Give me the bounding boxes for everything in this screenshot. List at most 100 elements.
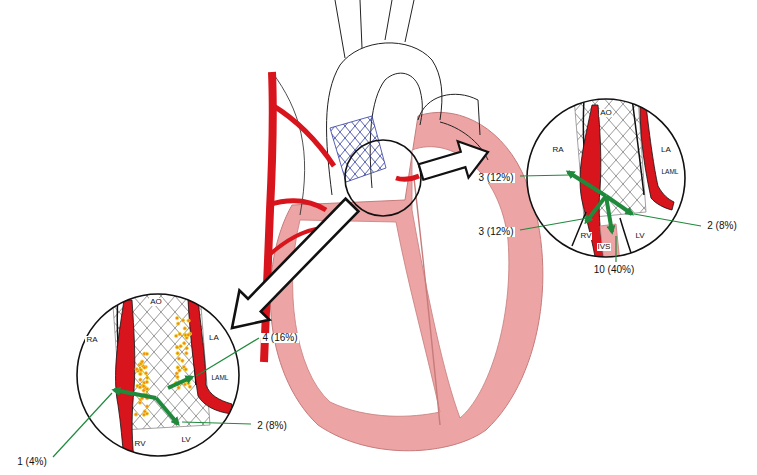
calcification-dot [183, 383, 186, 386]
calcification-dot [176, 375, 179, 378]
zoom-arrow [232, 199, 358, 328]
callout-number: 1 (4%) [16, 457, 47, 467]
leak-arrows [114, 377, 192, 424]
zoom-circle-left [77, 292, 239, 460]
callout-number: 3 (12%) [477, 227, 514, 237]
rv-wall [572, 212, 586, 246]
calcification-dot [139, 372, 142, 375]
red-vessel [396, 176, 419, 179]
calcification-dot [175, 316, 178, 319]
right-atrium-outline [272, 72, 305, 215]
leak-arrow [568, 172, 606, 196]
region-label: RA [551, 146, 564, 154]
region-label: AO [149, 298, 163, 306]
mitral-tissue [640, 105, 674, 210]
calcification-dot [135, 367, 138, 370]
calcification-dot [178, 369, 181, 372]
leader-lines [53, 175, 701, 457]
leader-line [520, 175, 570, 176]
calcification-dot [179, 344, 182, 347]
calcification-dot [183, 333, 186, 336]
callout-number: 3 (12%) [477, 173, 514, 183]
calcification-dot [145, 405, 148, 408]
region-label: LV [634, 232, 645, 240]
heart-drawing [264, 0, 543, 451]
leak-arrow [586, 196, 606, 222]
calcification-dot [185, 347, 188, 350]
region-label: RV [580, 232, 593, 240]
calcification-dot [144, 372, 147, 375]
calcification-dot [181, 359, 184, 362]
red-vessel [268, 201, 326, 210]
calcification-dot [177, 386, 180, 389]
calcification-dot [142, 384, 145, 387]
calcification-dot [176, 352, 179, 355]
calcification-dot [138, 386, 141, 389]
region-label: IVS [597, 243, 612, 251]
calcification-dot [139, 369, 142, 372]
calcification-dot [188, 385, 191, 388]
conduction-line [414, 178, 440, 425]
focus-circle [345, 140, 421, 216]
region-label: LAML [211, 375, 230, 382]
leader-line [520, 218, 588, 230]
calcification-dot [184, 368, 187, 371]
callout-number: 2 (8%) [256, 421, 287, 431]
calcification-dot [177, 357, 180, 360]
arch-vessels [335, 0, 414, 58]
region-label: AO [599, 109, 613, 117]
calcification-dot [145, 380, 148, 383]
calcification-dot [178, 332, 181, 335]
callout-number: 4 (16%) [261, 333, 298, 343]
calcification-dot [183, 342, 186, 345]
callout-number: 2 (8%) [706, 221, 737, 231]
region-label: RV [134, 440, 147, 448]
zoom-circle-right [527, 98, 685, 262]
calcification-dots [134, 316, 191, 416]
calcification-dot [181, 319, 184, 322]
leader-line [182, 422, 251, 424]
pulmonary-trunk [418, 94, 480, 135]
calcification-dot [183, 327, 186, 330]
calcification-dot [134, 413, 137, 416]
region-label: LA [660, 146, 672, 154]
calcification-dot [176, 322, 179, 325]
septal-tissue [116, 300, 135, 460]
calcification-dot [145, 352, 148, 355]
zoom-circle-outline [77, 294, 239, 456]
region-label: RA [85, 336, 98, 344]
calcification-dot [143, 410, 146, 413]
leak-arrows [568, 172, 632, 232]
leader-line [196, 338, 259, 376]
calcification-dot [143, 366, 146, 369]
calcification-dot [142, 389, 145, 392]
calcification-dot [139, 368, 142, 371]
leak-arrow [168, 377, 192, 388]
leader-line [53, 393, 112, 457]
red-vessel [272, 105, 334, 166]
calcification-dot [146, 387, 149, 390]
calcification-dot [187, 333, 190, 336]
calcification-dot [175, 346, 178, 349]
zoom-circle-outline [527, 99, 685, 257]
mitral-tissue [188, 300, 232, 414]
calcification-dot [142, 413, 145, 416]
leak-arrow [606, 196, 612, 232]
leader-line [634, 214, 701, 226]
calcification-dot [140, 360, 143, 363]
calcification-dot [139, 378, 142, 381]
calcification-dot [187, 319, 190, 322]
calcification-dot [146, 376, 149, 379]
region-label: LV [180, 436, 191, 444]
leak-arrow [156, 398, 178, 424]
calcification-dot [174, 334, 177, 337]
calcification-dot [185, 352, 188, 355]
calcification-dot [175, 372, 178, 375]
callout-number: 10 (40%) [593, 265, 636, 275]
region-label: LA [208, 334, 220, 342]
leader-line [615, 236, 616, 262]
leak-arrow [114, 390, 156, 398]
calcification-dot [187, 382, 190, 385]
